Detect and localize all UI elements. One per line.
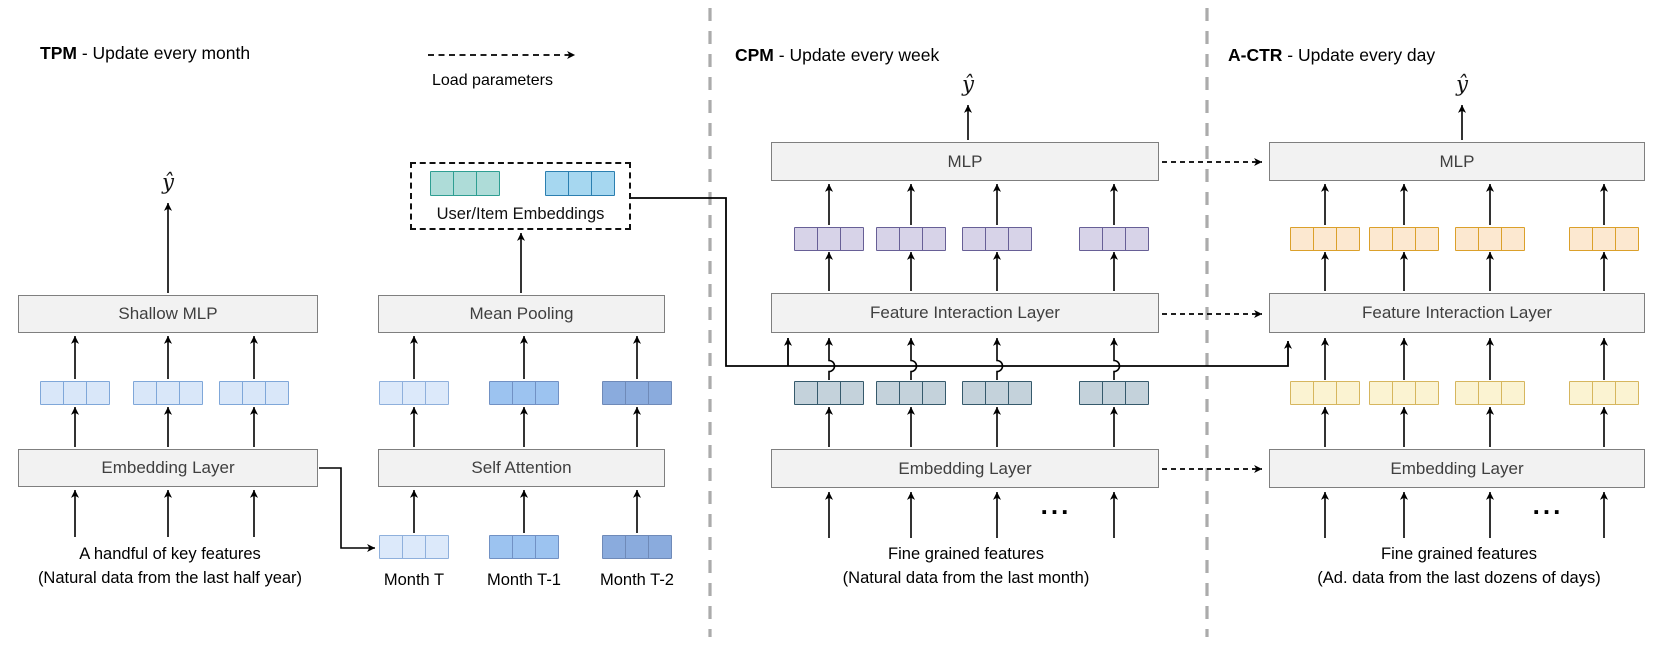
- load-parameters-label: Load parameters: [432, 72, 553, 89]
- tpm-title-bold: TPM: [40, 43, 77, 63]
- tpm-embedding-to-month-connector: [319, 467, 376, 552]
- user-embedding-block: [430, 171, 500, 196]
- cpm-title-bold: CPM: [735, 45, 774, 65]
- cpm-yhat-label: ŷ: [962, 72, 974, 96]
- tpm-left-arrows: [71, 202, 258, 537]
- tpm-title: TPM - Update every month: [40, 43, 250, 64]
- tpm-embedding-block: [133, 381, 203, 405]
- user-item-embeddings-group: User/Item Embeddings: [410, 162, 631, 230]
- tpm-mean-pooling-box: Mean Pooling: [378, 295, 665, 333]
- user-item-embedding-line: [631, 197, 1292, 367]
- cpm-feature-interaction-box: Feature Interaction Layer: [771, 293, 1159, 333]
- section-dividers: [708, 8, 1209, 637]
- cpm-input-caption: Fine grained features (Natural data from…: [771, 542, 1161, 590]
- actr-embedding-block: [1455, 381, 1525, 405]
- cpm-title-rest: - Update every week: [773, 45, 940, 65]
- actr-input-caption: Fine grained features (Ad. data from the…: [1269, 542, 1649, 590]
- user-item-embeddings-label: User/Item Embeddings: [436, 205, 605, 223]
- actr-embedding-block: [1290, 381, 1360, 405]
- actr-embedding-layer-box: Embedding Layer: [1269, 449, 1645, 488]
- actr-title: A-CTR - Update every day: [1228, 45, 1435, 66]
- month-t-block: [379, 535, 449, 559]
- month-t-label: Month T: [383, 571, 445, 589]
- cpm-mlp-box: MLP: [771, 142, 1159, 181]
- actr-title-bold: A-CTR: [1228, 45, 1283, 65]
- cpm-caption-line2: (Natural data from the last month): [842, 569, 1090, 587]
- tpm-embedding-block: [219, 381, 289, 405]
- cpm-embedding-block: [1079, 381, 1149, 405]
- cpm-embedding-block: [876, 381, 946, 405]
- actr-yhat-label: ŷ: [1456, 72, 1468, 96]
- actr-arrows: [1321, 104, 1608, 538]
- cpm-interaction-block: [794, 227, 864, 251]
- cpm-embedding-block: [962, 381, 1032, 405]
- actr-interaction-block: [1290, 227, 1360, 251]
- attention-output-block: [379, 381, 449, 405]
- tpm-embedding-layer-box: Embedding Layer: [18, 449, 318, 487]
- cpm-caption-line1: Fine grained features: [888, 545, 1044, 563]
- month-t2-label: Month T-2: [600, 571, 674, 589]
- tpm-title-rest: - Update every month: [76, 43, 251, 63]
- tpm-embedding-block: [40, 381, 110, 405]
- attention-output-block: [489, 381, 559, 405]
- tpm-yhat-label: ŷ: [162, 170, 174, 194]
- cpm-embedding-block: [794, 381, 864, 405]
- cpm-embedding-layer-box: Embedding Layer: [771, 449, 1159, 488]
- month-t1-label: Month T-1: [487, 571, 561, 589]
- actr-embedding-block: [1569, 381, 1639, 405]
- item-embedding-block: [545, 171, 615, 196]
- month-t1-block: [489, 535, 559, 559]
- actr-interaction-block: [1569, 227, 1639, 251]
- cpm-arrows: [825, 104, 1121, 538]
- cpm-interaction-block: [1079, 227, 1149, 251]
- actr-embedding-block: [1369, 381, 1439, 405]
- tpm-self-attention-box: Self Attention: [378, 449, 665, 487]
- tpm-shallow-mlp-box: Shallow MLP: [18, 295, 318, 333]
- actr-caption-line2: (Ad. data from the last dozens of days): [1317, 569, 1601, 587]
- tpm-attention-arrows: [410, 232, 641, 533]
- actr-feature-interaction-box: Feature Interaction Layer: [1269, 293, 1645, 333]
- month-t2-block: [602, 535, 672, 559]
- tpm-caption-line2: (Natural data from the last half year): [37, 569, 303, 587]
- actr-caption-line1: Fine grained features: [1381, 545, 1537, 563]
- actr-interaction-block: [1369, 227, 1439, 251]
- tpm-caption-line1: A handful of key features: [79, 545, 261, 563]
- cpm-ellipsis: ...: [1040, 490, 1072, 520]
- actr-title-rest: - Update every day: [1282, 45, 1436, 65]
- cpm-title: CPM - Update every week: [735, 45, 939, 66]
- cpm-interaction-block: [962, 227, 1032, 251]
- cpm-interaction-block: [876, 227, 946, 251]
- actr-mlp-box: MLP: [1269, 142, 1645, 181]
- actr-ellipsis: ...: [1532, 490, 1564, 520]
- tpm-input-caption: A handful of key features (Natural data …: [0, 542, 340, 590]
- parameter-share-arrows: [1162, 158, 1263, 473]
- attention-output-block: [602, 381, 672, 405]
- actr-interaction-block: [1455, 227, 1525, 251]
